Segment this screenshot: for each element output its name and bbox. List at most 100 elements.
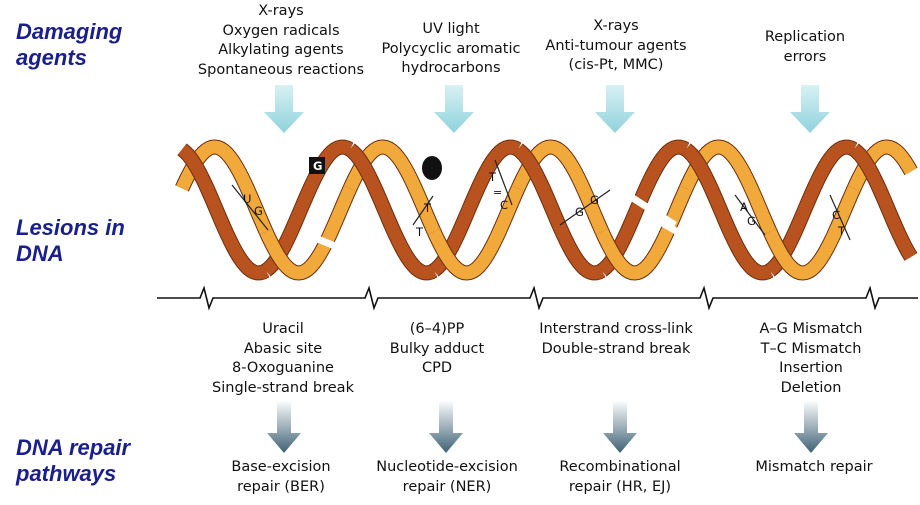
lesion-marks: G: [309, 156, 442, 180]
agent-arrow-3: [595, 85, 635, 133]
pathway-text-col3: Recombinational repair (HR, EJ): [520, 458, 720, 497]
lesion-line: Interstrand cross-link: [539, 321, 693, 337]
base-letters: U G T T T C G G A G C T =: [243, 170, 846, 239]
pathway-text-col1: Base-excision repair (BER): [181, 458, 381, 497]
pathway-line: Base-excision: [231, 459, 331, 475]
base-letter-a: A: [740, 200, 748, 214]
lesion-line: Double-strand break: [541, 340, 691, 357]
pathway-text-col4: Mismatch repair: [714, 458, 914, 478]
lesion-line: Uracil: [262, 321, 304, 337]
row-label-damaging-agents: Damaging agents: [16, 19, 122, 71]
row-label-repair-pathways: DNA repair pathways: [16, 435, 130, 487]
oxoguanine-marker-label: G: [313, 159, 322, 173]
orange-strand-segment: [764, 185, 860, 280]
lesions-text-col2: (6–4)PP Bulky adduct CPD: [337, 320, 537, 379]
rung: [559, 189, 611, 226]
base-letter-t1: T: [423, 201, 432, 215]
pathway-line: Recombinational: [559, 459, 681, 475]
lesion-line: T–C Mismatch: [760, 340, 862, 357]
pathway-line: repair (HR, EJ): [568, 478, 672, 495]
lesion-line: (6–4)PP: [409, 321, 465, 337]
agents-text-col1: X-rays Oxygen radicals Alkylating agents…: [181, 2, 381, 80]
repair-arrow-4: [794, 400, 828, 453]
agent-line: X-rays: [593, 18, 639, 34]
brown-strand-segment: [177, 144, 269, 280]
rung: [494, 159, 513, 206]
base-letter-g3: G: [747, 214, 756, 228]
brown-strand-segment: [345, 144, 437, 280]
crosslink-equals: =: [493, 186, 502, 199]
row-label-repair-pathways-line2: pathways: [16, 461, 117, 486]
repair-arrow-3: [603, 400, 637, 453]
agent-line: Spontaneous reactions: [197, 61, 365, 78]
pathway-text-col2: Nucleotide-excision repair (NER): [347, 458, 547, 497]
base-letter-c2: C: [832, 208, 840, 222]
agent-arrow-2: [434, 85, 474, 133]
oxoguanine-marker: [309, 157, 325, 174]
base-letter-g: G: [254, 204, 263, 218]
orange-strand-segment: [260, 185, 356, 280]
orange-strand-segment: [428, 185, 524, 280]
lesion-line: Single-strand break: [212, 379, 354, 396]
agent-line: Anti-tumour agents: [545, 37, 687, 54]
lesion-line: A–G Mismatch: [759, 321, 863, 337]
pathway-line: Mismatch repair: [755, 459, 873, 475]
agent-arrow-1: [264, 85, 304, 133]
bulky-adduct-marker: [422, 156, 442, 180]
agent-line: Alkylating agents: [218, 42, 344, 58]
row-label-repair-pathways-line1: DNA repair: [16, 435, 131, 460]
base-letter-c: C: [500, 198, 508, 212]
agent-line: (cis-Pt, MMC): [568, 57, 664, 73]
agent-line: UV light: [422, 21, 480, 37]
pathway-line: repair (BER): [237, 478, 325, 495]
base-letter-g1: G: [575, 205, 584, 219]
row-label-damaging-agents-line1: Damaging: [16, 19, 123, 44]
agent-line: Polycyclic aromatic: [381, 40, 521, 57]
agent-line: hydrocarbons: [401, 60, 501, 76]
rung: [412, 195, 434, 226]
rung: [734, 194, 766, 236]
agent-line: X-rays: [258, 3, 304, 19]
brown-strand-segment: [681, 144, 773, 280]
row-label-lesions-line2: DNA: [16, 241, 64, 266]
repair-arrow-1: [267, 400, 301, 453]
repair-arrows: [267, 400, 828, 453]
row-label-lesions: Lesions in DNA: [16, 215, 125, 267]
agent-arrow-4: [790, 85, 830, 133]
strand-break-gap: [643, 209, 702, 249]
lesion-line: Abasic site: [243, 340, 323, 357]
base-letter-t2: T: [415, 225, 424, 239]
lesions-text-col4: A–G Mismatch T–C Mismatch Insertion Dele…: [711, 320, 911, 398]
lesion-line: Bulky adduct: [389, 340, 485, 357]
brown-strand-segment: [849, 144, 917, 261]
lesion-line: Deletion: [780, 379, 842, 396]
helix-axis-line: [157, 285, 918, 311]
pathway-line: repair (NER): [402, 478, 492, 495]
agent-arrows: [264, 85, 830, 133]
rung: [231, 184, 269, 231]
strand-break-gap: [626, 192, 677, 228]
agent-line: Oxygen radicals: [222, 22, 340, 39]
brown-strand-segment: [513, 144, 605, 280]
helix-strands: [175, 139, 918, 281]
base-letter-t3: T: [488, 170, 497, 184]
lesion-line: CPD: [421, 360, 453, 376]
repair-arrow-2: [429, 400, 463, 453]
agent-line: Replication: [764, 29, 846, 45]
agent-line: errors: [783, 48, 827, 65]
lesion-line: Insertion: [779, 360, 843, 376]
base-letter-t4: T: [837, 224, 846, 238]
rung: [829, 194, 851, 241]
agents-text-col2: UV light Polycyclic aromatic hydrocarbon…: [351, 20, 551, 79]
lesion-line: 8-Oxoguanine: [232, 360, 334, 376]
row-label-lesions-line1: Lesions in: [16, 215, 125, 240]
base-letter-u: U: [243, 192, 251, 206]
base-letter-g2: G: [590, 193, 599, 207]
agents-text-col4: Replication errors: [705, 28, 905, 67]
lesions-text-col3: Interstrand cross-link Double-strand bre…: [516, 320, 716, 359]
pathway-line: Nucleotide-excision: [376, 459, 518, 475]
strand-break-gap: [298, 228, 342, 252]
row-label-damaging-agents-line2: agents: [16, 45, 87, 70]
base-pairs: [231, 159, 851, 241]
